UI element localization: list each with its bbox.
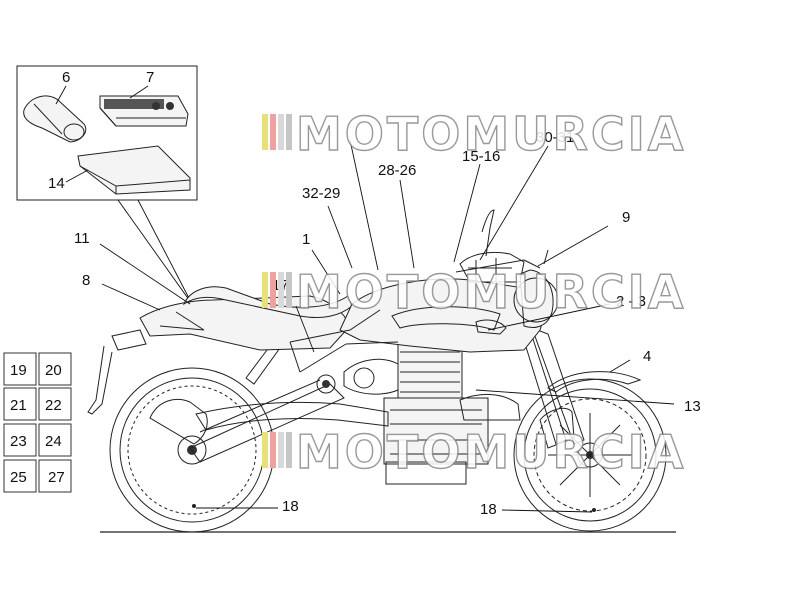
folder-illustration [77,145,191,195]
sticker-box-20: 20 [45,362,62,379]
callout-13: 13 [684,398,701,415]
sticker-box-23: 23 [10,433,27,450]
callout-labels: 11 8 1 32-29 28-26 15-16 30-31 9 17 2 - … [74,129,701,518]
sticker-box-25: 25 [10,469,27,486]
sticker-box-19: 19 [10,362,27,379]
leader-lines [99,139,675,513]
callout-6: 6 [62,69,70,86]
callout-32-29: 32-29 [302,185,340,202]
callout-8: 8 [82,272,90,289]
front-wheel [513,378,667,532]
callout-28-26: 28-26 [378,162,416,179]
sticker-box-21: 21 [10,397,27,414]
callout-18-front: 18 [480,501,497,518]
watermark-text: MOTOMURCIA [296,265,686,319]
callout-11: 11 [74,230,90,247]
sticker-box-27: 27 [48,469,65,486]
engine-block [316,333,521,485]
watermark-text: MOTOMURCIA [296,107,686,161]
callout-2-3: 2 - 3 [616,293,646,310]
callout-30-31: 30-31 [536,129,574,146]
watermark-top: MOTOMURCIA [262,106,686,162]
callout-14: 14 [48,175,65,192]
motorcycle-illustration [87,209,676,533]
callout-9: 9 [622,209,630,226]
callout-15-16: 15-16 [462,148,500,165]
callout-4: 4 [643,348,651,365]
watermark-text: MOTOMURCIA [296,425,686,479]
inset-kit-box: 6 7 14 [16,65,198,201]
tube-part-illustration [23,95,87,143]
callout-18-rear: 18 [282,498,299,515]
sticker-box-24: 24 [45,433,62,450]
watermark-middle: MOTOMURCIA [262,264,686,320]
inset-pointer-leader [117,199,193,305]
sticker-grid: 19 20 21 22 23 24 25 27 [3,352,72,493]
callout-1: 1 [302,231,310,248]
callout-7: 7 [146,69,154,86]
sticker-box-22: 22 [45,397,62,414]
manual-booklet-illustration [99,95,189,127]
watermark-bottom: MOTOMURCIA [262,424,686,480]
